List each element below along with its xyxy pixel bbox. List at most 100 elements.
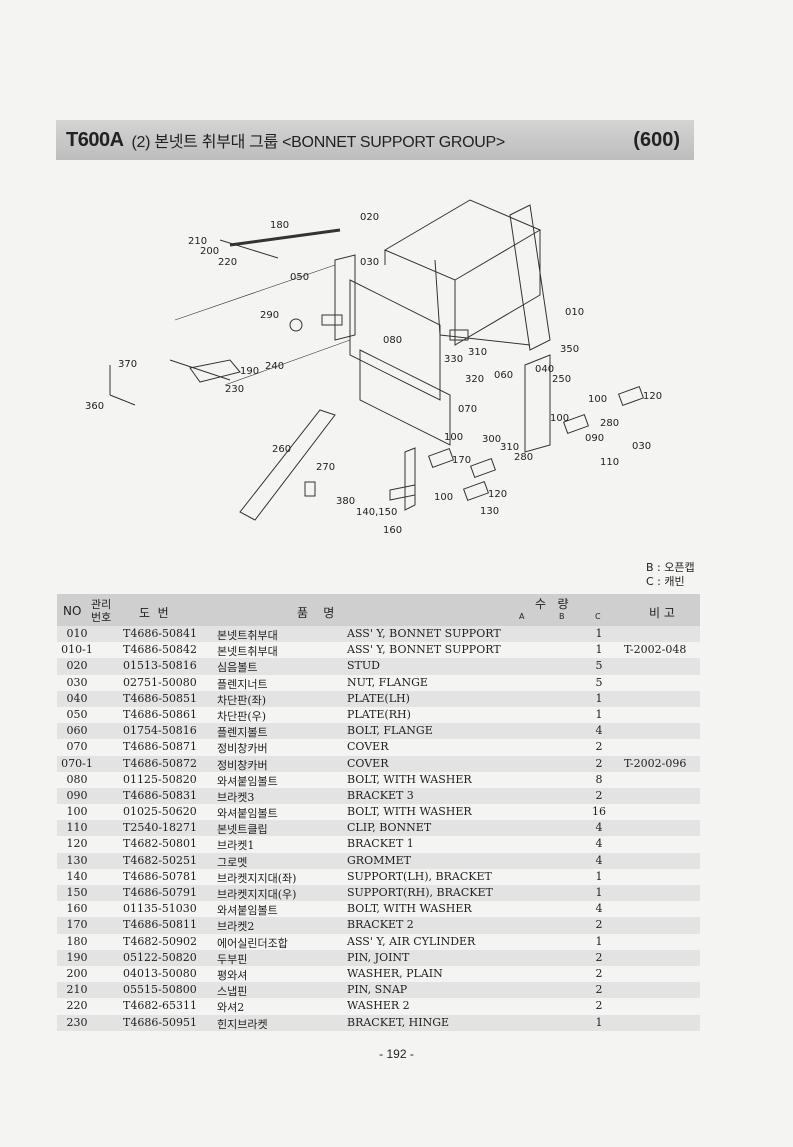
svg-text:280: 280 [514, 452, 533, 463]
part-name-kr: 정비창카버 [217, 758, 268, 772]
part-quantity: 8 [595, 772, 603, 786]
option-legend: B : 오픈캡 C : 캐빈 [646, 561, 695, 589]
part-quantity: 4 [595, 821, 603, 835]
part-code: 02751-50080 [123, 675, 197, 689]
part-code: T4682-50902 [123, 934, 198, 948]
bracket-050 [321, 314, 343, 326]
part-number: 140 [66, 869, 88, 883]
part-name-en: BOLT, FLANGE [347, 724, 433, 738]
part-number: 070 [66, 740, 88, 754]
part-name-kr: 두부핀 [217, 952, 248, 966]
header-qty-a: A [519, 612, 525, 621]
svg-text:330: 330 [444, 354, 463, 365]
svg-text:010: 010 [565, 307, 584, 318]
grommet-290 [289, 318, 303, 332]
part-number: 200 [66, 966, 88, 980]
legend-c: C : 캐빈 [646, 575, 685, 588]
part-number: 110 [66, 821, 88, 835]
part-code: 01754-50816 [123, 724, 197, 738]
svg-text:350: 350 [560, 344, 579, 355]
part-quantity: 2 [595, 999, 603, 1013]
support-bracket-lh [404, 447, 416, 511]
part-code: T4686-50831 [123, 788, 198, 802]
svg-text:070: 070 [458, 404, 477, 415]
part-name-kr: 본넷트취부대 [217, 645, 278, 659]
svg-text:310: 310 [468, 347, 487, 358]
part-code: T4686-50841 [123, 627, 198, 640]
svg-text:020: 020 [360, 212, 379, 223]
part-name-kr: 브라켓3 [217, 790, 255, 804]
exploded-parts-diagram: 180 020 210 200 220 030 050 010 290 080 … [80, 190, 680, 550]
svg-text:080: 080 [383, 335, 402, 346]
part-code: T4682-50251 [123, 853, 198, 867]
part-note: T-2002-048 [624, 643, 687, 657]
plate-rh [334, 254, 356, 341]
bracket-120-lower [462, 480, 490, 502]
svg-text:320: 320 [465, 374, 484, 385]
part-name-kr: 본넷트취부대 [217, 629, 278, 642]
part-quantity: 1 [595, 627, 603, 640]
header-part-no: 도 번 [139, 606, 169, 620]
part-number: 120 [66, 837, 88, 851]
part-number: 170 [66, 918, 88, 932]
svg-text:160: 160 [383, 525, 402, 536]
group-code: (600) [633, 128, 680, 151]
svg-text:210: 210 [188, 236, 207, 247]
svg-text:240: 240 [265, 361, 284, 372]
part-quantity: 4 [595, 853, 603, 867]
part-quantity: 2 [595, 950, 603, 964]
part-quantity: 1 [595, 934, 603, 948]
part-code: 05122-50820 [123, 950, 197, 964]
part-quantity: 1 [595, 707, 603, 721]
header-qty: 수 량 [535, 597, 569, 611]
part-name-en: COVER [347, 756, 389, 770]
part-number: 090 [66, 788, 88, 802]
header-mgmt-bottom: 번호 [91, 611, 112, 624]
header-qty-c: C [595, 612, 601, 621]
part-number: 130 [66, 853, 88, 867]
svg-text:100: 100 [444, 432, 463, 443]
part-name-en: STUD [347, 659, 380, 673]
part-code: T4686-50871 [123, 740, 198, 754]
part-number: 070-1 [61, 756, 93, 770]
part-name-kr: 브라켓지지대(우) [217, 888, 297, 901]
part-name-en: GROMMET [347, 853, 411, 867]
bracket-280 [562, 413, 590, 435]
part-name-en: SUPPORT(RH), BRACKET [347, 886, 493, 899]
part-name-kr: 에어실린더조합 [217, 936, 288, 950]
part-name-kr: 평와셔 [217, 968, 248, 982]
bracket-300 [469, 457, 497, 479]
part-name-kr: 차단판(우) [217, 709, 267, 723]
part-number: 210 [66, 983, 88, 997]
part-name-en: BRACKET 1 [347, 837, 414, 851]
part-name-kr: 본넷트클립 [217, 823, 268, 837]
legend-b: B : 오픈캡 [646, 561, 695, 574]
part-number: 180 [66, 934, 88, 948]
part-number: 150 [66, 886, 88, 899]
svg-text:140,150: 140,150 [356, 507, 397, 518]
part-name-en: BRACKET 2 [347, 918, 414, 932]
bracket-330 [449, 329, 469, 341]
part-code: T2540-18271 [123, 821, 198, 835]
part-name-en: NUT, FLANGE [347, 675, 428, 689]
part-name-en: ASS' Y, BONNET SUPPORT [347, 627, 501, 640]
part-name-kr: 플렌지볼트 [217, 726, 268, 740]
frame-front-face [454, 230, 541, 346]
part-name-kr: 브라켓2 [217, 920, 255, 934]
svg-text:130: 130 [480, 506, 499, 517]
part-quantity: 2 [595, 918, 603, 932]
part-name-kr: 심음볼트 [217, 661, 258, 675]
part-number: 010 [66, 627, 88, 640]
part-name-en: BOLT, WITH WASHER [347, 805, 472, 819]
part-number: 020 [66, 659, 88, 673]
svg-text:040: 040 [535, 364, 554, 375]
part-number: 080 [66, 772, 88, 786]
